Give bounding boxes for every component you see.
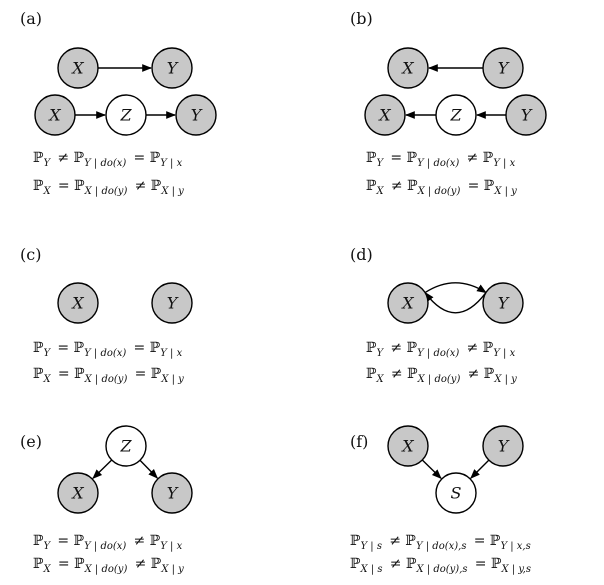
node-label: Z	[119, 437, 132, 456]
node-x: X	[387, 47, 429, 89]
node-z: Z	[105, 425, 147, 467]
equation-line: ℙY = ℙY | do(x) ≠ ℙY | x	[366, 150, 518, 169]
node-y: Y	[482, 47, 524, 89]
node-label: Y	[498, 437, 510, 456]
equation-line: ℙY | s ≠ ℙY | do(x),s = ℙY | x,s	[350, 533, 534, 552]
node-y: Y	[505, 94, 547, 136]
edge-x-to-y	[424, 282, 487, 294]
node-label: Y	[521, 106, 533, 125]
node-y: Y	[175, 94, 217, 136]
node-circle	[387, 47, 429, 89]
node-label: X	[47, 106, 61, 125]
node-x: X	[57, 472, 99, 514]
node-circle	[435, 94, 477, 136]
edge-y-to-x	[424, 291, 487, 314]
node-circle	[482, 47, 524, 89]
node-y: Y	[151, 282, 193, 324]
edge-z-to-y	[139, 459, 158, 479]
node-circle	[57, 472, 99, 514]
node-circle	[364, 94, 406, 136]
node-circle	[435, 472, 477, 514]
equation-line: ℙY = ℙY | do(x) = ℙY | x	[33, 340, 185, 359]
equation-line: ℙY ≠ ℙY | do(x) ≠ ℙY | x	[366, 340, 518, 359]
node-x: X	[387, 425, 429, 467]
node-circle	[387, 282, 429, 324]
node-circle	[57, 282, 99, 324]
node-circle	[151, 47, 193, 89]
node-label: X	[400, 437, 414, 456]
equation-line: ℙX ≠ ℙX | do(y) = ℙX | y	[366, 178, 520, 197]
panel-label: (a)	[20, 9, 42, 28]
node-z: Z	[105, 94, 147, 136]
node-label: X	[70, 484, 84, 503]
node-label: Y	[167, 484, 179, 503]
node-circle	[505, 94, 547, 136]
equation-line: ℙX = ℙX | do(y) ≠ ℙX | y	[33, 178, 187, 197]
panel-label: (f)	[350, 432, 368, 451]
equation-line: ℙY = ℙY | do(x) ≠ ℙY | x	[33, 533, 185, 552]
equation-line: ℙX | s ≠ ℙX | do(y),s = ℙX | y,s	[350, 556, 534, 575]
node-x: X	[387, 282, 429, 324]
node-z: Z	[435, 94, 477, 136]
equation-line: ℙX = ℙX | do(y) = ℙX | y	[33, 366, 187, 385]
node-label: Y	[167, 59, 179, 78]
equation-line: ℙY ≠ ℙY | do(x) = ℙY | x	[33, 150, 185, 169]
node-label: Z	[119, 106, 132, 125]
node-label: X	[400, 294, 414, 313]
node-label: X	[400, 59, 414, 78]
node-y: Y	[482, 282, 524, 324]
node-label: Y	[498, 59, 510, 78]
node-label: Y	[498, 294, 510, 313]
node-s: S	[435, 472, 477, 514]
panel-d: (d) X Y ℙY ≠ ℙY | do(x) ≠ ℙY | x ℙX ≠ ℙX | …	[350, 245, 524, 385]
node-circle	[387, 425, 429, 467]
node-label: X	[377, 106, 391, 125]
node-label: S	[451, 484, 462, 503]
panel-label: (d)	[350, 245, 373, 264]
panel-f: (f) X Y S ℙY | s ≠ ℙY | do(x),s = ℙY | x,s ℙ…	[350, 425, 534, 575]
panel-label: (e)	[20, 432, 42, 451]
node-y: Y	[151, 472, 193, 514]
node-circle	[151, 472, 193, 514]
panel-label: (c)	[20, 245, 41, 264]
panel-e: (e) Z X Y ℙY = ℙY | do(x) ≠ ℙY | x ℙX = ℙX |…	[20, 425, 193, 575]
equation-line: ℙX ≠ ℙX | do(y) ≠ ℙX | y	[366, 366, 520, 385]
node-x: X	[34, 94, 76, 136]
panel-b: (b) X Y X Z Y ℙY = ℙY | do(x) ≠ ℙY | x ℙX ≠ ℙX…	[350, 9, 547, 197]
node-x: X	[364, 94, 406, 136]
node-label: Y	[167, 294, 179, 313]
panel-c: (c) X Y ℙY = ℙY | do(x) = ℙY | x ℙX = ℙX | …	[20, 245, 193, 385]
edge-y-to-s	[470, 459, 490, 479]
node-label: X	[70, 59, 84, 78]
edge-z-to-x	[92, 459, 113, 479]
node-circle	[57, 47, 99, 89]
node-y: Y	[151, 47, 193, 89]
node-x: X	[57, 282, 99, 324]
node-x: X	[57, 47, 99, 89]
node-circle	[482, 425, 524, 467]
node-y: Y	[482, 425, 524, 467]
node-circle	[175, 94, 217, 136]
panel-a: (a) X Y X Z Y ℙY ≠ ℙY | do(x) = ℙY | x ℙX = ℙX…	[20, 9, 217, 197]
node-circle	[34, 94, 76, 136]
panel-label: (b)	[350, 9, 373, 28]
node-circle	[151, 282, 193, 324]
equation-line: ℙX = ℙX | do(y) ≠ ℙX | y	[33, 556, 187, 575]
node-label: X	[70, 294, 84, 313]
edge-x-to-s	[421, 459, 442, 479]
node-circle	[105, 94, 147, 136]
node-label: Y	[191, 106, 203, 125]
panels-layer: (a) X Y X Z Y ℙY ≠ ℙY | do(x) = ℙY | x ℙX = ℙX…	[20, 9, 547, 575]
node-label: Z	[449, 106, 462, 125]
node-circle	[482, 282, 524, 324]
node-circle	[105, 425, 147, 467]
